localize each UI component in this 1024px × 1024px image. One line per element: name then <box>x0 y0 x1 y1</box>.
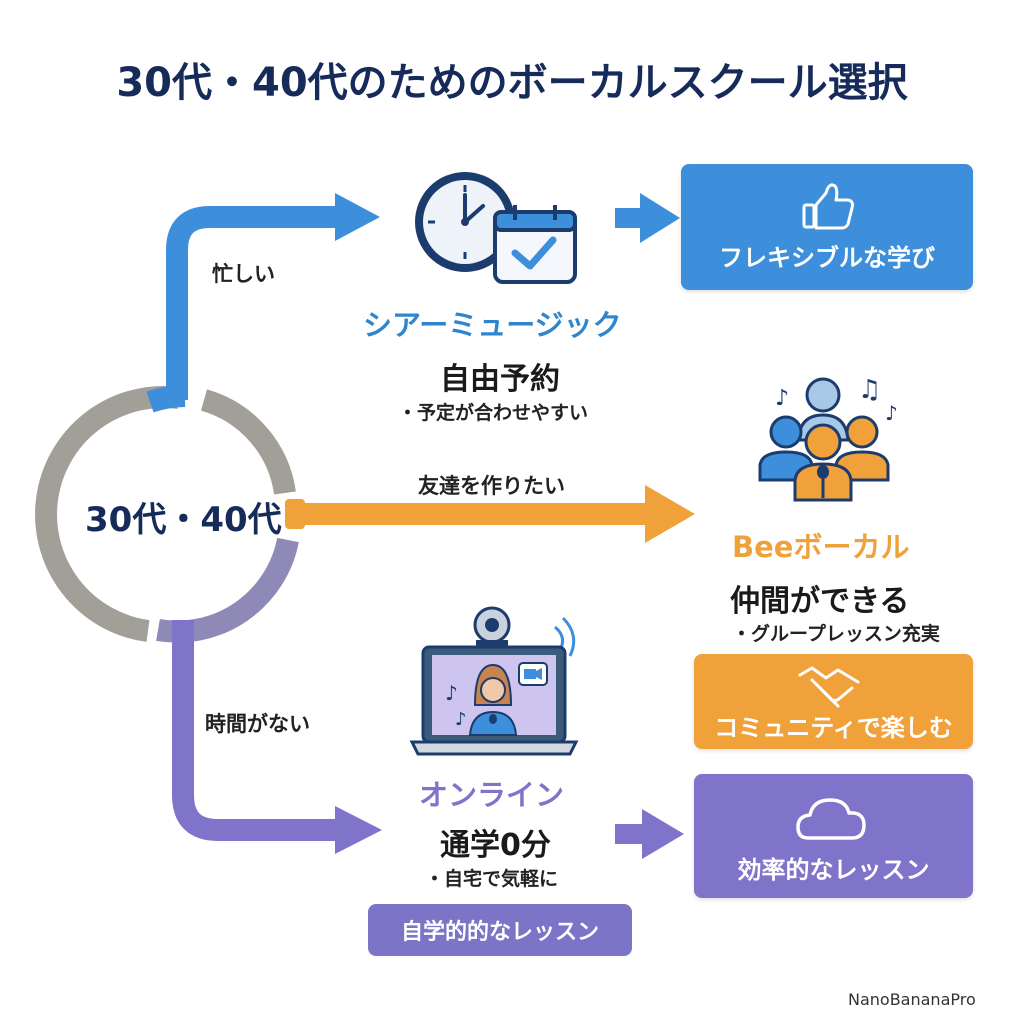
thumbs-up-icon <box>802 183 854 230</box>
watermark: NanoBananaPro <box>848 990 976 1009</box>
page-title: 30代・40代のためのボーカルスクール選択 <box>116 60 908 106</box>
busy-arrow <box>166 193 380 400</box>
path-label-friends: 友達を作りたい <box>418 474 565 498</box>
bullet-online: ・自宅で気軽に <box>425 868 559 890</box>
online-extra-badge: 自学的的なレッスン <box>368 904 632 956</box>
bullet-bee: ・グループレッスン充実 <box>732 623 940 645</box>
ring-segment-purple <box>156 537 299 643</box>
handshake-icon <box>798 666 860 708</box>
cloud-icon <box>796 798 866 840</box>
svg-text:♪: ♪ <box>885 401 898 425</box>
path-label-no-time: 時間がない <box>205 712 310 736</box>
feature-bee: 仲間ができる <box>730 584 910 619</box>
result-label-community: コミュニティで楽しむ <box>714 714 953 742</box>
result-label-flexible: フレキシブルな学び <box>719 243 935 272</box>
clock-calendar-icon <box>415 172 577 284</box>
friends-arrow <box>285 485 695 543</box>
svg-text:♫: ♫ <box>858 375 881 405</box>
group-singers-icon: ♪ ♫ ♪ <box>758 375 898 502</box>
school-name-shear: シアーミュージック <box>363 308 622 342</box>
busy-result-arrow <box>615 193 680 243</box>
center-label: 30代・40代 <box>85 500 282 540</box>
ring-segment-gray <box>34 386 181 642</box>
school-name-online: オンライン <box>419 778 565 812</box>
svg-text:♪: ♪ <box>455 709 467 730</box>
path-label-busy: 忙しい <box>212 262 275 286</box>
bullet-shear: ・予定が合わせやすい <box>398 402 589 424</box>
center-ring <box>34 385 299 643</box>
feature-online: 通学0分 <box>440 828 551 863</box>
laptop-singer-icon: ♪ ♪ <box>409 606 579 756</box>
result-card-efficient: 効率的なレッスン <box>694 774 973 898</box>
ring-segment-top-gray <box>200 389 296 495</box>
no-time-arrow <box>172 620 382 854</box>
svg-text:♪: ♪ <box>445 681 458 705</box>
result-label-efficient: 効率的なレッスン <box>737 855 930 884</box>
school-name-bee: Beeボーカル <box>732 530 910 564</box>
no-time-result-arrow <box>615 809 684 859</box>
feature-shear: 自由予約 <box>440 362 560 397</box>
svg-text:♪: ♪ <box>775 386 789 411</box>
